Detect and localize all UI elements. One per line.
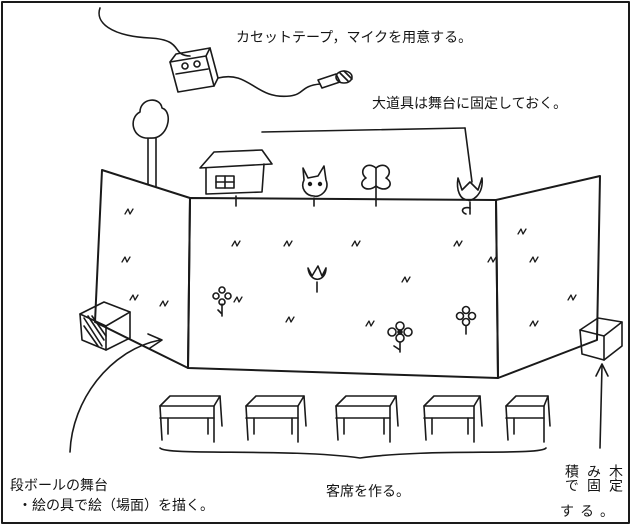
- wood-pointer-arrow: [595, 363, 609, 449]
- wood-block-icon: [579, 317, 623, 361]
- seats-brace: [159, 447, 547, 459]
- wood-label-col3: 積で: [563, 464, 579, 492]
- butterfly-prop-icon: [361, 164, 391, 207]
- props-pointer-left: [261, 127, 466, 133]
- seats-label: 客席を作る。: [326, 484, 410, 500]
- house-prop-icon: [199, 149, 273, 207]
- stage-right-panel: [495, 175, 601, 379]
- audience-seat: [159, 395, 223, 443]
- grass-decoration: [121, 208, 577, 327]
- tree-prop-icon: [132, 99, 170, 187]
- cassette-player-icon: [98, 7, 219, 93]
- cassette-label: カセットテープ，マイクを用意する。: [236, 30, 473, 46]
- stage-label: 段ボールの舞台: [10, 478, 108, 494]
- wood-label-col2: み固: [585, 464, 601, 492]
- wood-label-col1: 木定: [607, 464, 623, 492]
- props-pointer-right: [464, 127, 473, 183]
- microphone-icon: [217, 70, 353, 98]
- cat-prop-icon: [301, 165, 328, 207]
- audience-seat: [423, 395, 483, 443]
- wood-label-tail: する。: [560, 504, 620, 520]
- audience-seat: [505, 395, 551, 443]
- stage-center-panel: [187, 197, 499, 379]
- stage-pointer-arrow: [69, 333, 163, 453]
- cardboard-box-icon: [79, 301, 131, 351]
- props-label: 大道具は舞台に固定しておく。: [372, 96, 568, 112]
- stage-left-panel: [94, 169, 191, 369]
- flower-decoration: [212, 265, 477, 353]
- audience-seat: [335, 395, 399, 443]
- audience-seat: [245, 395, 307, 443]
- tulip-prop-icon: [456, 177, 483, 215]
- stage-paint-label: ・絵の具で絵（場面）を描く。: [18, 498, 214, 514]
